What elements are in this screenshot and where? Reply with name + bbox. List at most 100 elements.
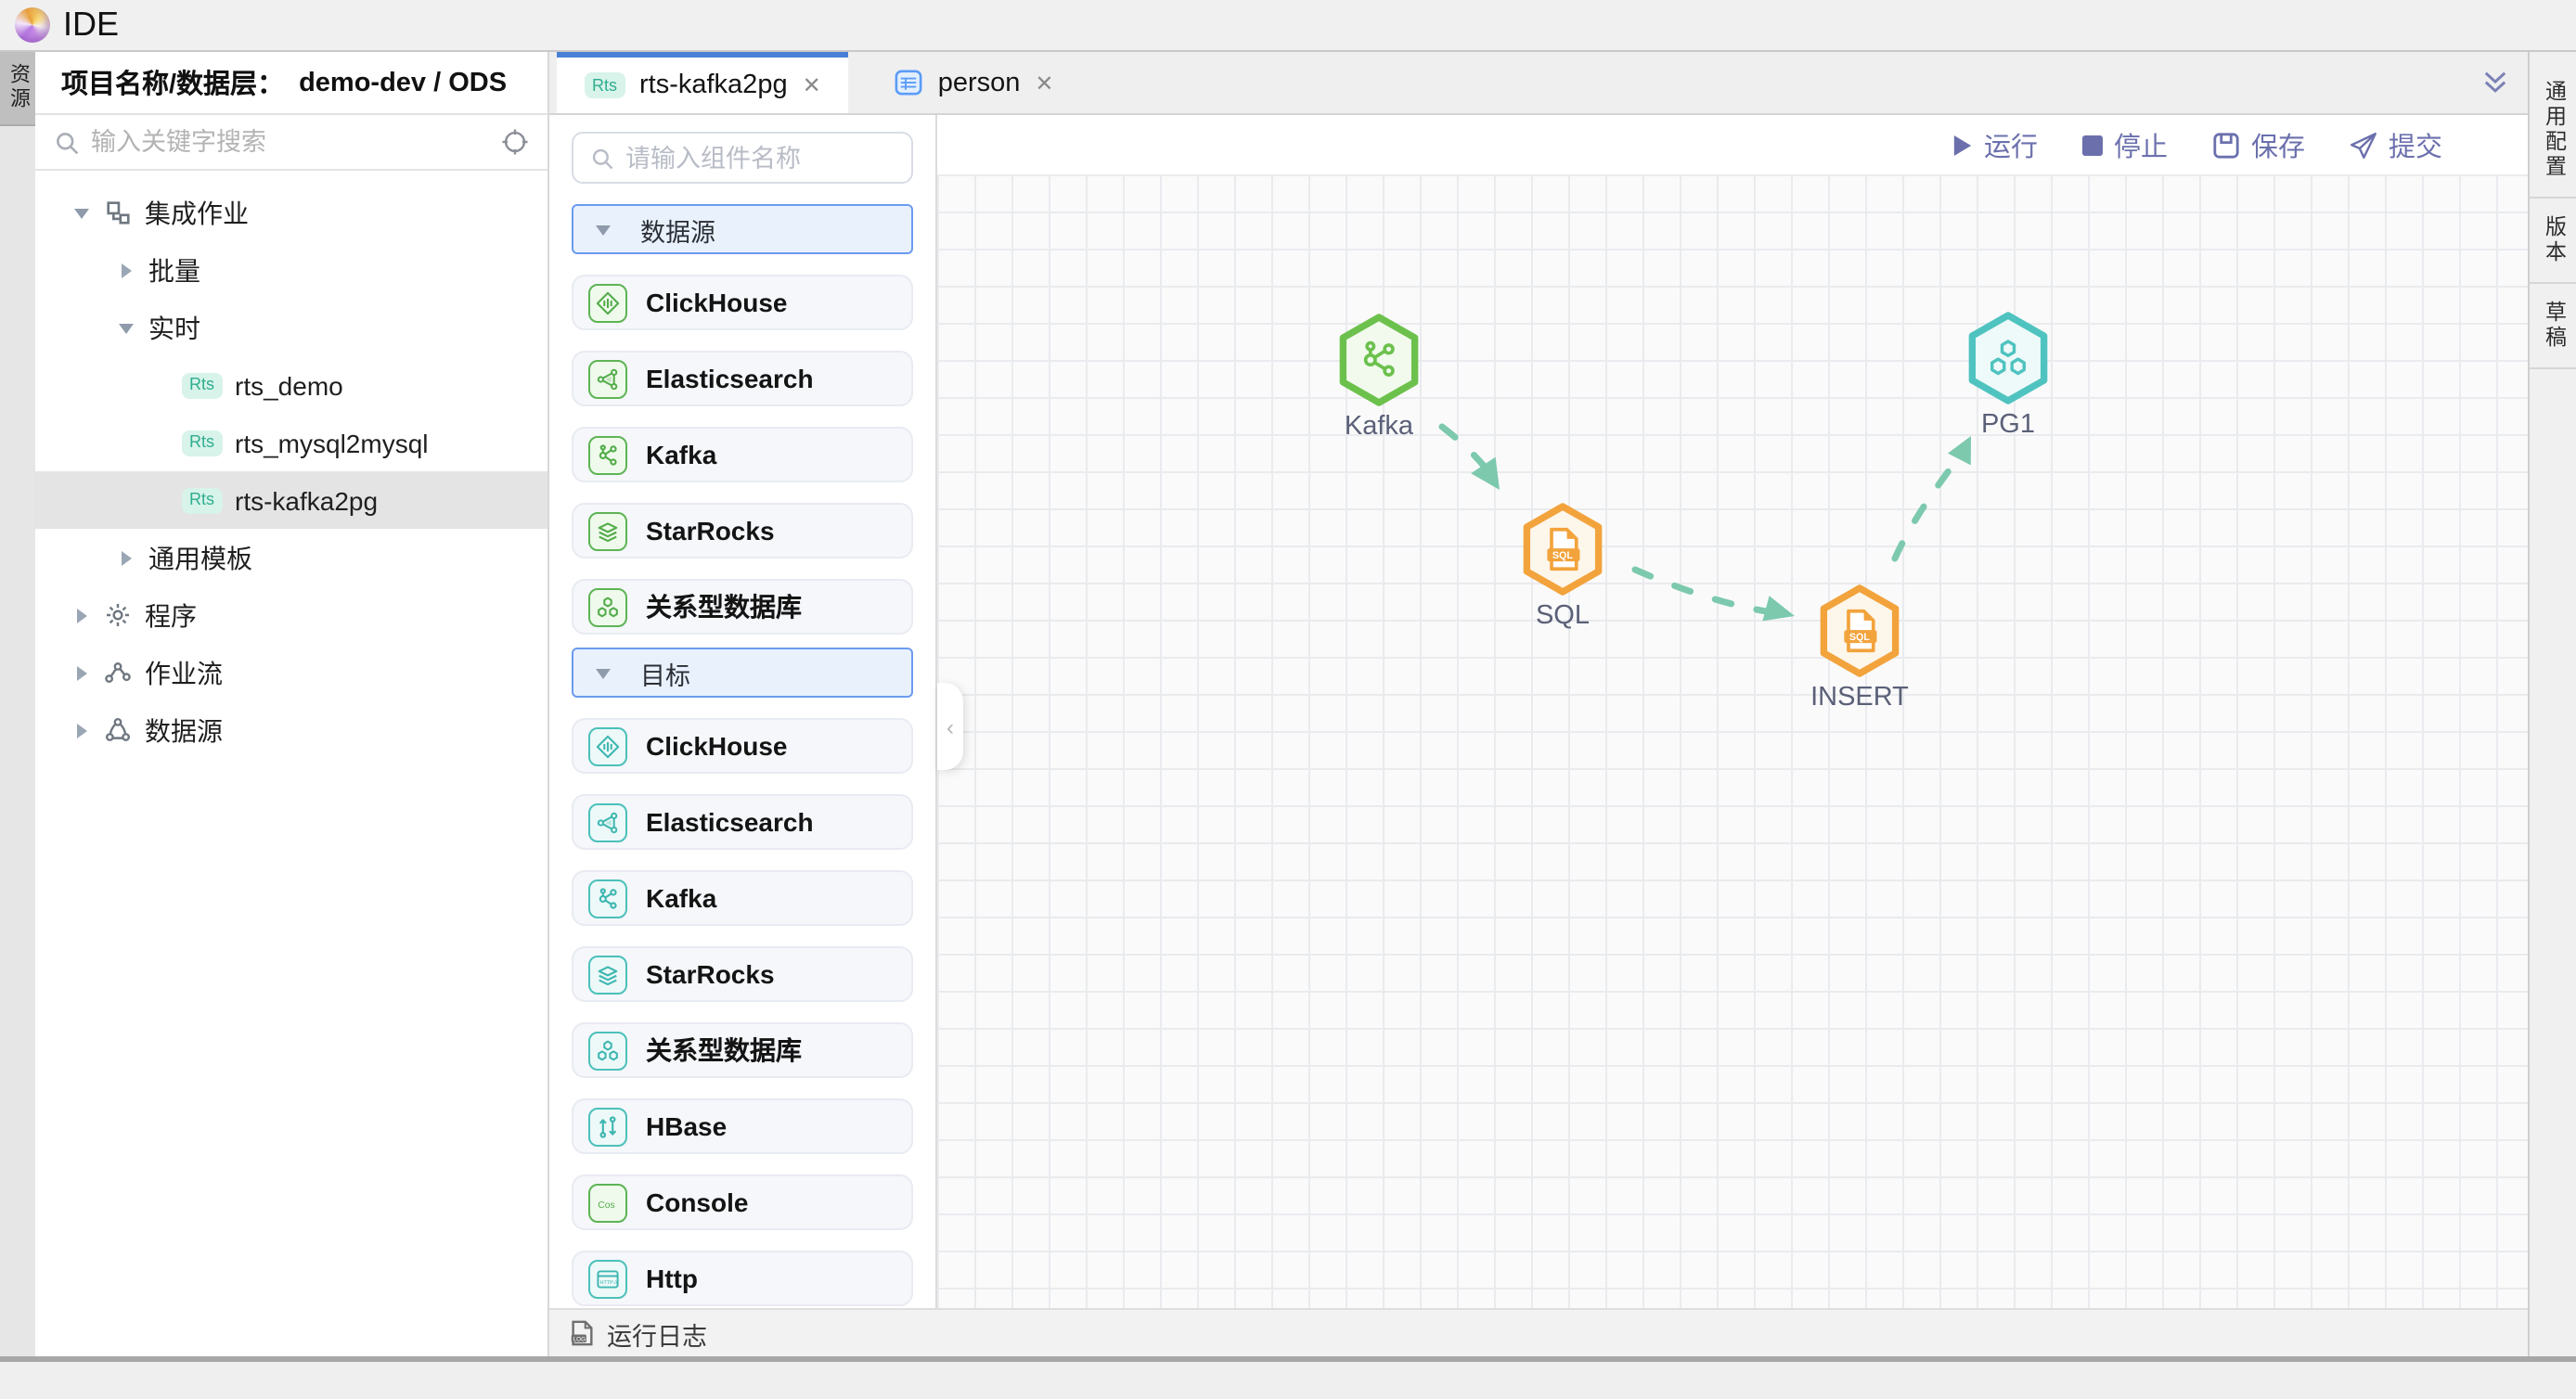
palette-item-StarRocks[interactable]: StarRocks [572, 946, 913, 1002]
palette-item-关系型数据库[interactable]: 关系型数据库 [572, 579, 913, 635]
edge-SQL-to-INSERT[interactable] [1631, 566, 1795, 622]
tab-rts-kafka2pg[interactable]: Rts rts-kafka2pg ✕ [557, 52, 849, 113]
canvas-node-label: INSERT [1810, 683, 1909, 712]
palette-item-Http[interactable]: HTTP:// Http [572, 1251, 913, 1306]
tree-item-label: 通用模板 [148, 543, 252, 572]
canvas-node-Kafka[interactable]: Kafka [1294, 314, 1464, 442]
tree-item-通用模板[interactable]: 通用模板 [35, 529, 547, 586]
tree-item-数据源[interactable]: 数据源 [35, 701, 547, 759]
palette-item-ClickHouse[interactable]: ClickHouse [572, 718, 913, 774]
palette-item-Elasticsearch[interactable]: Elasticsearch [572, 794, 913, 850]
http-icon: HTTP:// [588, 1259, 627, 1298]
run-log-label: 运行日志 [607, 1322, 707, 1350]
rail-tab-resources[interactable]: 资源 [0, 52, 35, 126]
edge-INSERT-to-PG1[interactable] [1891, 436, 1971, 562]
caret-down-icon [594, 665, 612, 680]
tree-item-集成作业[interactable]: 集成作业 [35, 184, 547, 241]
palette-section-数据源[interactable]: 数据源 [572, 204, 913, 254]
right-rail-tab-草稿[interactable]: 草稿 [2530, 284, 2576, 369]
rts-badge: Rts [182, 430, 222, 456]
flow-edges [1438, 423, 1971, 622]
datasource-icon [104, 716, 132, 744]
palette-item-label: StarRocks [646, 516, 775, 545]
palette-item-StarRocks[interactable]: StarRocks [572, 503, 913, 558]
palette-item-HBase[interactable]: HBase [572, 1098, 913, 1154]
center-area: Rts rts-kafka2pg ✕ person ✕ [549, 52, 2528, 1356]
canvas-node-SQL[interactable]: SQL SQL [1477, 503, 1648, 631]
palette-item-label: ClickHouse [646, 731, 788, 761]
save-button[interactable]: 保存 [2212, 125, 2305, 164]
palette-item-Elasticsearch[interactable]: Elasticsearch [572, 351, 913, 406]
log-file-icon: LOG [568, 1319, 596, 1347]
gear-icon [104, 601, 132, 629]
chevron-double-down-icon[interactable] [2481, 71, 2509, 104]
kafka-node-icon[interactable] [1336, 314, 1422, 406]
caret-right-icon[interactable] [72, 721, 91, 739]
rts-badge: Rts [585, 72, 625, 98]
caret-right-icon[interactable] [72, 663, 91, 682]
close-icon[interactable]: ✕ [802, 72, 821, 98]
stop-label: 停止 [2114, 133, 2168, 162]
palette-search-input[interactable] [625, 144, 895, 172]
palette-item-label: HBase [646, 1111, 728, 1141]
tree-item-程序[interactable]: 程序 [35, 586, 547, 644]
canvas-node-PG1[interactable]: PG1 [1923, 312, 2093, 440]
canvas-node-label: Kafka [1344, 412, 1414, 442]
palette-item-Kafka[interactable]: Kafka [572, 870, 913, 926]
edge-Kafka-to-SQL[interactable] [1438, 423, 1500, 490]
sql-node-icon[interactable]: SQL [1817, 584, 1902, 677]
component-palette: 数据源 ClickHouse Elasticsearch Kafka StarR… [549, 115, 937, 1308]
elasticsearch-icon [588, 802, 627, 841]
tree-item-label: rts_demo [235, 370, 343, 400]
tree-item-实时[interactable]: 实时 [35, 299, 547, 356]
palette-item-关系型数据库[interactable]: 关系型数据库 [572, 1022, 913, 1078]
starrocks-icon [588, 955, 627, 994]
save-label: 保存 [2251, 133, 2305, 162]
submit-button[interactable]: 提交 [2350, 125, 2442, 164]
canvas-node-INSERT[interactable]: SQL INSERT [1774, 584, 1945, 712]
palette-item-Kafka[interactable]: Kafka [572, 427, 913, 482]
tab-label: rts-kafka2pg [639, 71, 788, 100]
palette-item-ClickHouse[interactable]: ClickHouse [572, 275, 913, 330]
tree-item-label: 作业流 [145, 658, 223, 687]
explorer-search-input[interactable] [91, 128, 490, 156]
palette-section-目标[interactable]: 目标 [572, 648, 913, 698]
tab-person[interactable]: person ✕ [868, 52, 1082, 113]
caret-right-icon[interactable] [117, 548, 135, 567]
run-button[interactable]: 运行 [1952, 125, 2038, 164]
sql-node-icon[interactable]: SQL [1520, 503, 1605, 596]
stop-icon [2082, 135, 2103, 155]
canvas-grid[interactable]: Kafka SQL SQL SQL INSERT PG1 [937, 174, 2528, 1308]
palette-section-label: 目标 [640, 661, 690, 689]
tree-item-作业流[interactable]: 作业流 [35, 644, 547, 701]
right-rail-tab-版本[interactable]: 版本 [2530, 199, 2576, 284]
palette-item-label: StarRocks [646, 959, 775, 989]
stop-button[interactable]: 停止 [2082, 125, 2168, 164]
palette-item-label: 关系型数据库 [646, 592, 802, 622]
paper-plane-icon [2350, 131, 2377, 159]
right-rail-tab-label: 草稿 [2543, 301, 2566, 351]
locate-target-icon[interactable] [501, 128, 529, 156]
caret-down-icon[interactable] [72, 205, 91, 220]
pg-node-icon[interactable] [1965, 312, 2051, 404]
right-rail: 通用配置版本草稿 [2528, 52, 2576, 1356]
palette-item-label: ClickHouse [646, 288, 788, 317]
close-icon[interactable]: ✕ [1035, 70, 1054, 96]
tree-item-label: rts_mysql2mysql [235, 428, 429, 457]
tree-item-label: 数据源 [145, 715, 223, 745]
right-rail-tab-通用配置[interactable]: 通用配置 [2530, 63, 2576, 199]
svg-text:SQL: SQL [1552, 550, 1573, 561]
flow-canvas[interactable]: 运行 停止 保存 提交 [937, 115, 2528, 1308]
tree-item-批量[interactable]: 批量 [35, 241, 547, 299]
run-log-bar[interactable]: LOG 运行日志 [549, 1308, 2528, 1356]
caret-right-icon[interactable] [117, 261, 135, 279]
tree-item-label: 实时 [148, 313, 200, 342]
tree-item-rts_mysql2mysql[interactable]: Rts rts_mysql2mysql [35, 414, 547, 471]
caret-down-icon[interactable] [117, 320, 135, 335]
palette-item-Console[interactable]: Cos Console [572, 1174, 913, 1230]
caret-right-icon[interactable] [72, 606, 91, 624]
collapse-panel-handle[interactable]: ‹ [937, 683, 963, 770]
hbase-icon [588, 1107, 627, 1146]
